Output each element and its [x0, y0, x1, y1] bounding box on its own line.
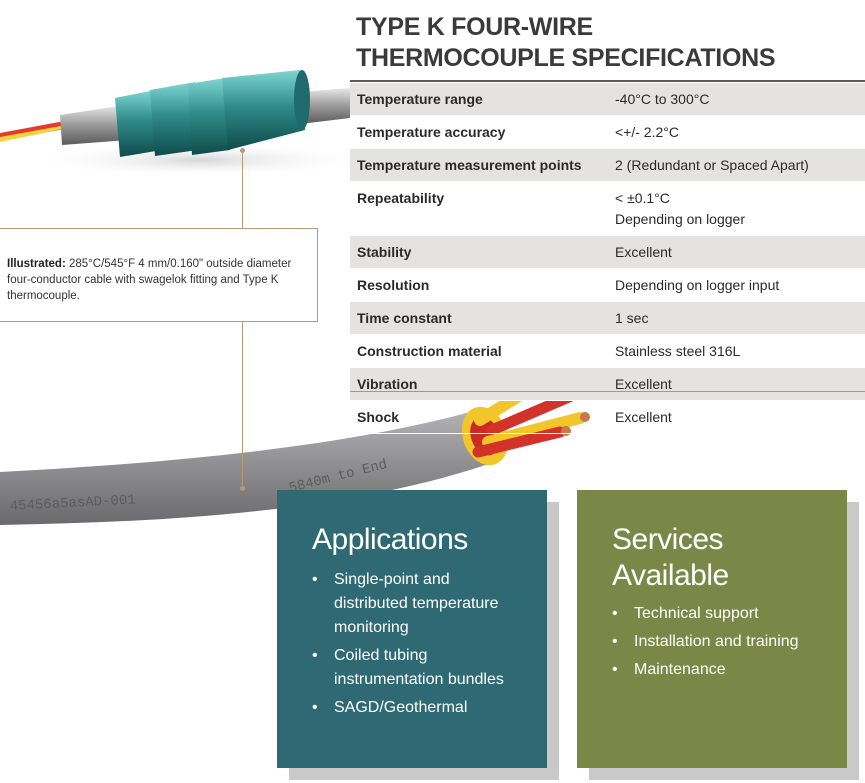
bullet-icon: •: [312, 699, 318, 716]
list-item-text: Coiled tubing instrumentation bundles: [334, 647, 504, 688]
bullet-icon: •: [312, 647, 318, 664]
spec-title-line1: TYPE K FOUR-WIRE: [356, 13, 593, 41]
spec-title: TYPE K FOUR-WIRE THERMOCOUPLE SPECIFICAT…: [356, 12, 856, 74]
callout-caption: Illustrated: 285°C/545°F 4 mm/0.160" out…: [7, 256, 317, 304]
spec-value: <+/- 2.2°C: [608, 116, 865, 149]
spec-value: Excellent: [608, 235, 865, 269]
spec-title-line2: THERMOCOUPLE SPECIFICATIONS: [356, 44, 776, 72]
list-item: • SAGD/Geothermal: [312, 696, 527, 720]
spec-row: Repeatability < ±0.1°C Depending on logger: [350, 182, 865, 236]
spec-value-text: 2 (Redundant or Spaced Apart): [615, 157, 809, 173]
callout-dot-top: [240, 148, 245, 153]
spec-value-text: Excellent: [615, 409, 672, 425]
services-title-line2: Available: [612, 559, 729, 592]
services-title-line1: Services: [612, 523, 724, 556]
spec-value: Stainless steel 316L: [608, 335, 865, 368]
spec-label: Repeatability: [357, 190, 445, 206]
table-bottom-rule: [350, 391, 865, 392]
spec-value-text: Excellent: [615, 244, 672, 260]
spec-value: 2 (Redundant or Spaced Apart): [608, 148, 865, 182]
spec-value-text: 1 sec: [615, 310, 649, 326]
spec-value-text: Depending on logger input: [615, 277, 780, 293]
services-panel: Services Available • Technical support • In…: [577, 490, 847, 768]
spec-value-text: < ±0.1°C: [615, 190, 670, 206]
bullet-icon: •: [612, 661, 618, 678]
spec-value: 1 sec: [608, 301, 865, 335]
bullet-icon: •: [612, 633, 618, 650]
spec-row: Temperature range -40°C to 300°C: [350, 83, 865, 116]
callout-dot-bottom: [240, 486, 245, 491]
spec-value-note: Depending on logger: [615, 211, 745, 227]
callout-connector-top: [242, 150, 243, 228]
spec-value: Excellent: [608, 367, 865, 401]
list-item-text: SAGD/Geothermal: [334, 699, 468, 716]
callout-box: [0, 228, 318, 322]
callout-description: 285°C/545°F 4 mm/0.160" outside diameter…: [7, 258, 292, 302]
applications-list: • Single-point and distributed temperatur…: [312, 568, 527, 724]
spec-label: Temperature measurement points: [350, 148, 608, 182]
spec-row: Vibration Excellent: [350, 367, 865, 401]
spec-value: Excellent: [608, 401, 865, 434]
table-top-rule: [350, 80, 865, 82]
spec-row: Temperature measurement points 2 (Redunda…: [350, 148, 865, 182]
spec-value-text: Stainless steel 316L: [615, 343, 741, 359]
spec-value: -40°C to 300°C: [608, 83, 865, 116]
spec-label: Resolution: [357, 277, 430, 293]
list-item: • Installation and training: [612, 630, 837, 654]
spec-row: Shock Excellent: [350, 401, 865, 434]
spec-value: < ±0.1°C Depending on logger: [608, 182, 865, 236]
list-item: • Single-point and distributed temperatur…: [312, 568, 527, 640]
callout-label: Illustrated:: [7, 258, 66, 270]
spec-label: Shock: [357, 409, 400, 425]
spec-value: Depending on logger input: [608, 269, 865, 302]
bullet-icon: •: [312, 571, 318, 588]
spec-label: Temperature range: [350, 83, 608, 116]
spec-label: Stability: [350, 235, 608, 269]
spec-row: Stability Excellent: [350, 235, 865, 269]
list-item-text: Technical support: [634, 605, 759, 622]
list-item: • Coiled tubing instrumentation bundles: [312, 644, 527, 692]
services-list: • Technical support • Installation and trai…: [612, 602, 837, 686]
applications-title: Applications: [312, 523, 468, 556]
spec-value-text: -40°C to 300°C: [615, 91, 710, 107]
swagelok-fitting-photo: [0, 70, 350, 178]
applications-panel: Applications • Single-point and distribut…: [277, 490, 547, 768]
bullet-icon: •: [612, 605, 618, 622]
list-item-text: Installation and training: [634, 633, 799, 650]
cable-print-left: 45456a5asAD-001: [9, 492, 136, 515]
spec-row: Resolution Depending on logger input: [350, 269, 865, 302]
list-item: • Technical support: [612, 602, 837, 626]
spec-row: Time constant 1 sec: [350, 301, 865, 335]
spec-label: Time constant: [350, 301, 608, 335]
spec-value-text: <+/- 2.2°C: [615, 124, 679, 140]
spec-label: Construction material: [357, 343, 502, 359]
spec-label: Temperature accuracy: [357, 124, 506, 140]
spec-value-text: Excellent: [615, 376, 672, 392]
spec-label: Vibration: [350, 367, 608, 401]
services-title: Services Available: [612, 522, 729, 594]
list-item: • Maintenance: [612, 658, 837, 682]
callout-connector-bottom: [242, 322, 243, 488]
spec-row: Construction material Stainless steel 316…: [350, 335, 865, 368]
spec-row: Temperature accuracy <+/- 2.2°C: [350, 116, 865, 149]
list-item-text: Single-point and distributed temperature…: [334, 571, 499, 636]
list-item-text: Maintenance: [634, 661, 726, 678]
